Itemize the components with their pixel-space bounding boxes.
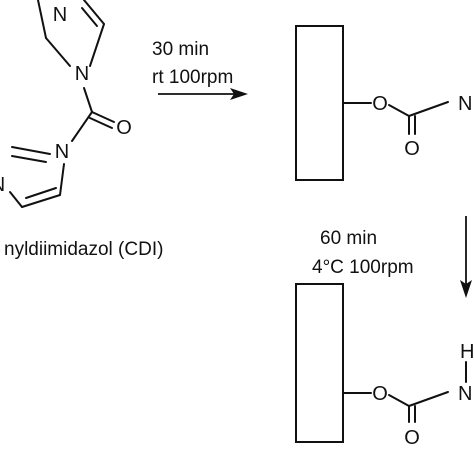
- product-ether-oxygen: O: [372, 383, 388, 405]
- step1-arrow: [158, 88, 248, 100]
- carbonyl-double-bond: [91, 111, 115, 123]
- intermediate-ether-oxygen: O: [372, 93, 388, 115]
- product-carbonyl-oxygen: O: [404, 427, 420, 449]
- coupled-product: O O N H: [295, 283, 474, 449]
- intermediate-nitrogen: N: [458, 93, 472, 115]
- step2-arrow: [460, 216, 472, 298]
- bottom-ring-nitrogen-upper: N: [55, 141, 69, 163]
- top-ring-nitrogen-upper: N: [53, 4, 67, 26]
- cdi-carbonyl-oxygen: O: [116, 117, 132, 139]
- step2-time: 60 min: [320, 228, 377, 249]
- top-ring-nitrogen-lower: N: [75, 63, 89, 85]
- support-block-top: [295, 25, 344, 181]
- intermediate-carbonyl-oxygen: O: [404, 138, 420, 160]
- cdi-caption: nyldiimidazol (CDI): [4, 239, 163, 260]
- step1-conditions: rt 100rpm: [152, 67, 233, 88]
- activated-support: O O N: [295, 25, 472, 181]
- top-imidazole-ring: N N: [37, 0, 105, 85]
- carbonyl-to-bottom-ring-bond: [71, 111, 93, 142]
- step1-time: 30 min: [152, 39, 209, 60]
- cdi-structure: N N O N N: [0, 0, 132, 208]
- bottom-imidazole-ring: N N: [0, 141, 69, 208]
- product-nitrogen: N: [458, 383, 472, 405]
- product-hydrogen: H: [460, 341, 474, 363]
- step2-conditions: 4°C 100rpm: [312, 257, 414, 278]
- support-block-bottom: [295, 283, 344, 443]
- bottom-ring-nitrogen-lower: N: [0, 174, 5, 196]
- top-ring-to-carbonyl-bond: [83, 87, 93, 113]
